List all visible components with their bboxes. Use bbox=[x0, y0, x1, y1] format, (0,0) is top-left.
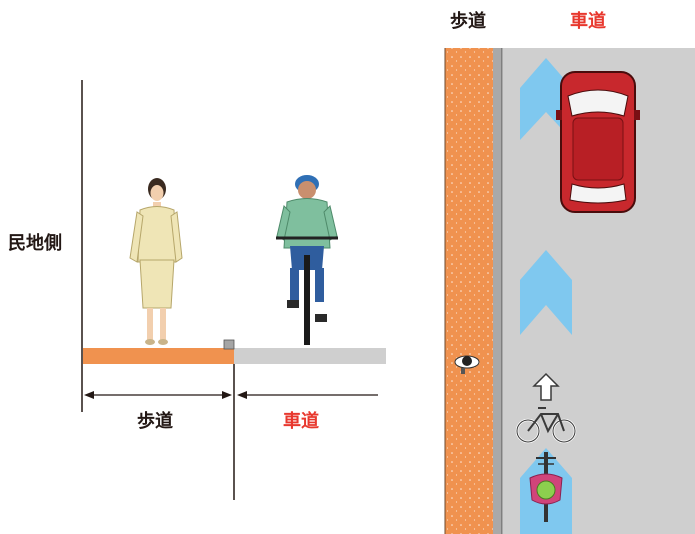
cyclist-icon bbox=[276, 175, 338, 345]
cross-section: 民地側 歩道 車道 bbox=[8, 80, 386, 500]
roadway-section-label: 車道 bbox=[283, 410, 319, 432]
sidewalk-section-label: 歩道 bbox=[137, 410, 173, 432]
car-icon bbox=[556, 71, 640, 213]
curb-plan-strip bbox=[493, 48, 502, 534]
lane-arrow-icon bbox=[520, 250, 572, 335]
roadway-dimension-arrow bbox=[237, 391, 378, 399]
roadway-plan-label: 車道 bbox=[570, 10, 606, 32]
pedestrian-woman-icon bbox=[129, 178, 183, 345]
sidewalk-plan-label: 歩道 bbox=[450, 10, 486, 32]
pedestrian-top-icon bbox=[454, 355, 480, 374]
bicycle-mark-icon bbox=[515, 372, 577, 444]
roadway-section-bar bbox=[234, 348, 386, 364]
curb-block bbox=[223, 339, 235, 350]
residential-side-label: 民地側 bbox=[8, 232, 62, 254]
plan-view: 歩道 車道 bbox=[444, 10, 695, 534]
cyclist-top-icon bbox=[529, 452, 563, 522]
sidewalk-dimension-arrow bbox=[84, 391, 232, 399]
sidewalk-section-bar bbox=[83, 348, 234, 364]
